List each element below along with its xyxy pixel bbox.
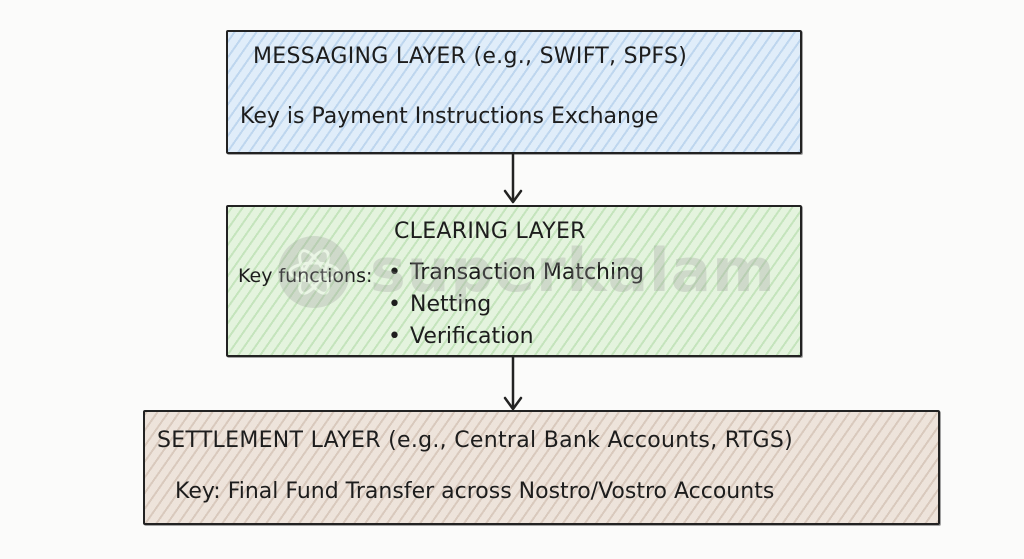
messaging-layer-key-text: Key is Payment Instructions Exchange bbox=[240, 104, 659, 129]
settlement-layer-title: SETTLEMENT LAYER (e.g., Central Bank Acc… bbox=[157, 428, 794, 453]
clearing-layer-title: CLEARING LAYER bbox=[394, 219, 586, 244]
clearing-function-item: Transaction Matching bbox=[388, 257, 644, 289]
messaging-layer-box: MESSAGING LAYER (e.g., SWIFT, SPFS) Key … bbox=[226, 30, 802, 154]
messaging-layer-title: MESSAGING LAYER (e.g., SWIFT, SPFS) bbox=[253, 44, 688, 69]
clearing-functions-list: Transaction Matching Netting Verificatio… bbox=[388, 257, 644, 353]
clearing-layer-box: CLEARING LAYER Key functions: Transactio… bbox=[226, 205, 802, 357]
arrow-down-icon bbox=[503, 154, 523, 204]
clearing-function-item: Verification bbox=[388, 321, 644, 353]
superkalam-watermark: superkalam bbox=[274, 232, 775, 312]
arrow-down-icon bbox=[503, 357, 523, 411]
atom-logo-icon bbox=[278, 236, 350, 308]
clearing-function-item: Netting bbox=[388, 289, 644, 321]
settlement-layer-box: SETTLEMENT LAYER (e.g., Central Bank Acc… bbox=[143, 410, 940, 525]
clearing-key-functions-label: Key functions: bbox=[238, 265, 372, 287]
settlement-layer-key-text: Key: Final Fund Transfer across Nostro/V… bbox=[175, 479, 775, 504]
watermark-text: superkalam bbox=[370, 236, 776, 306]
